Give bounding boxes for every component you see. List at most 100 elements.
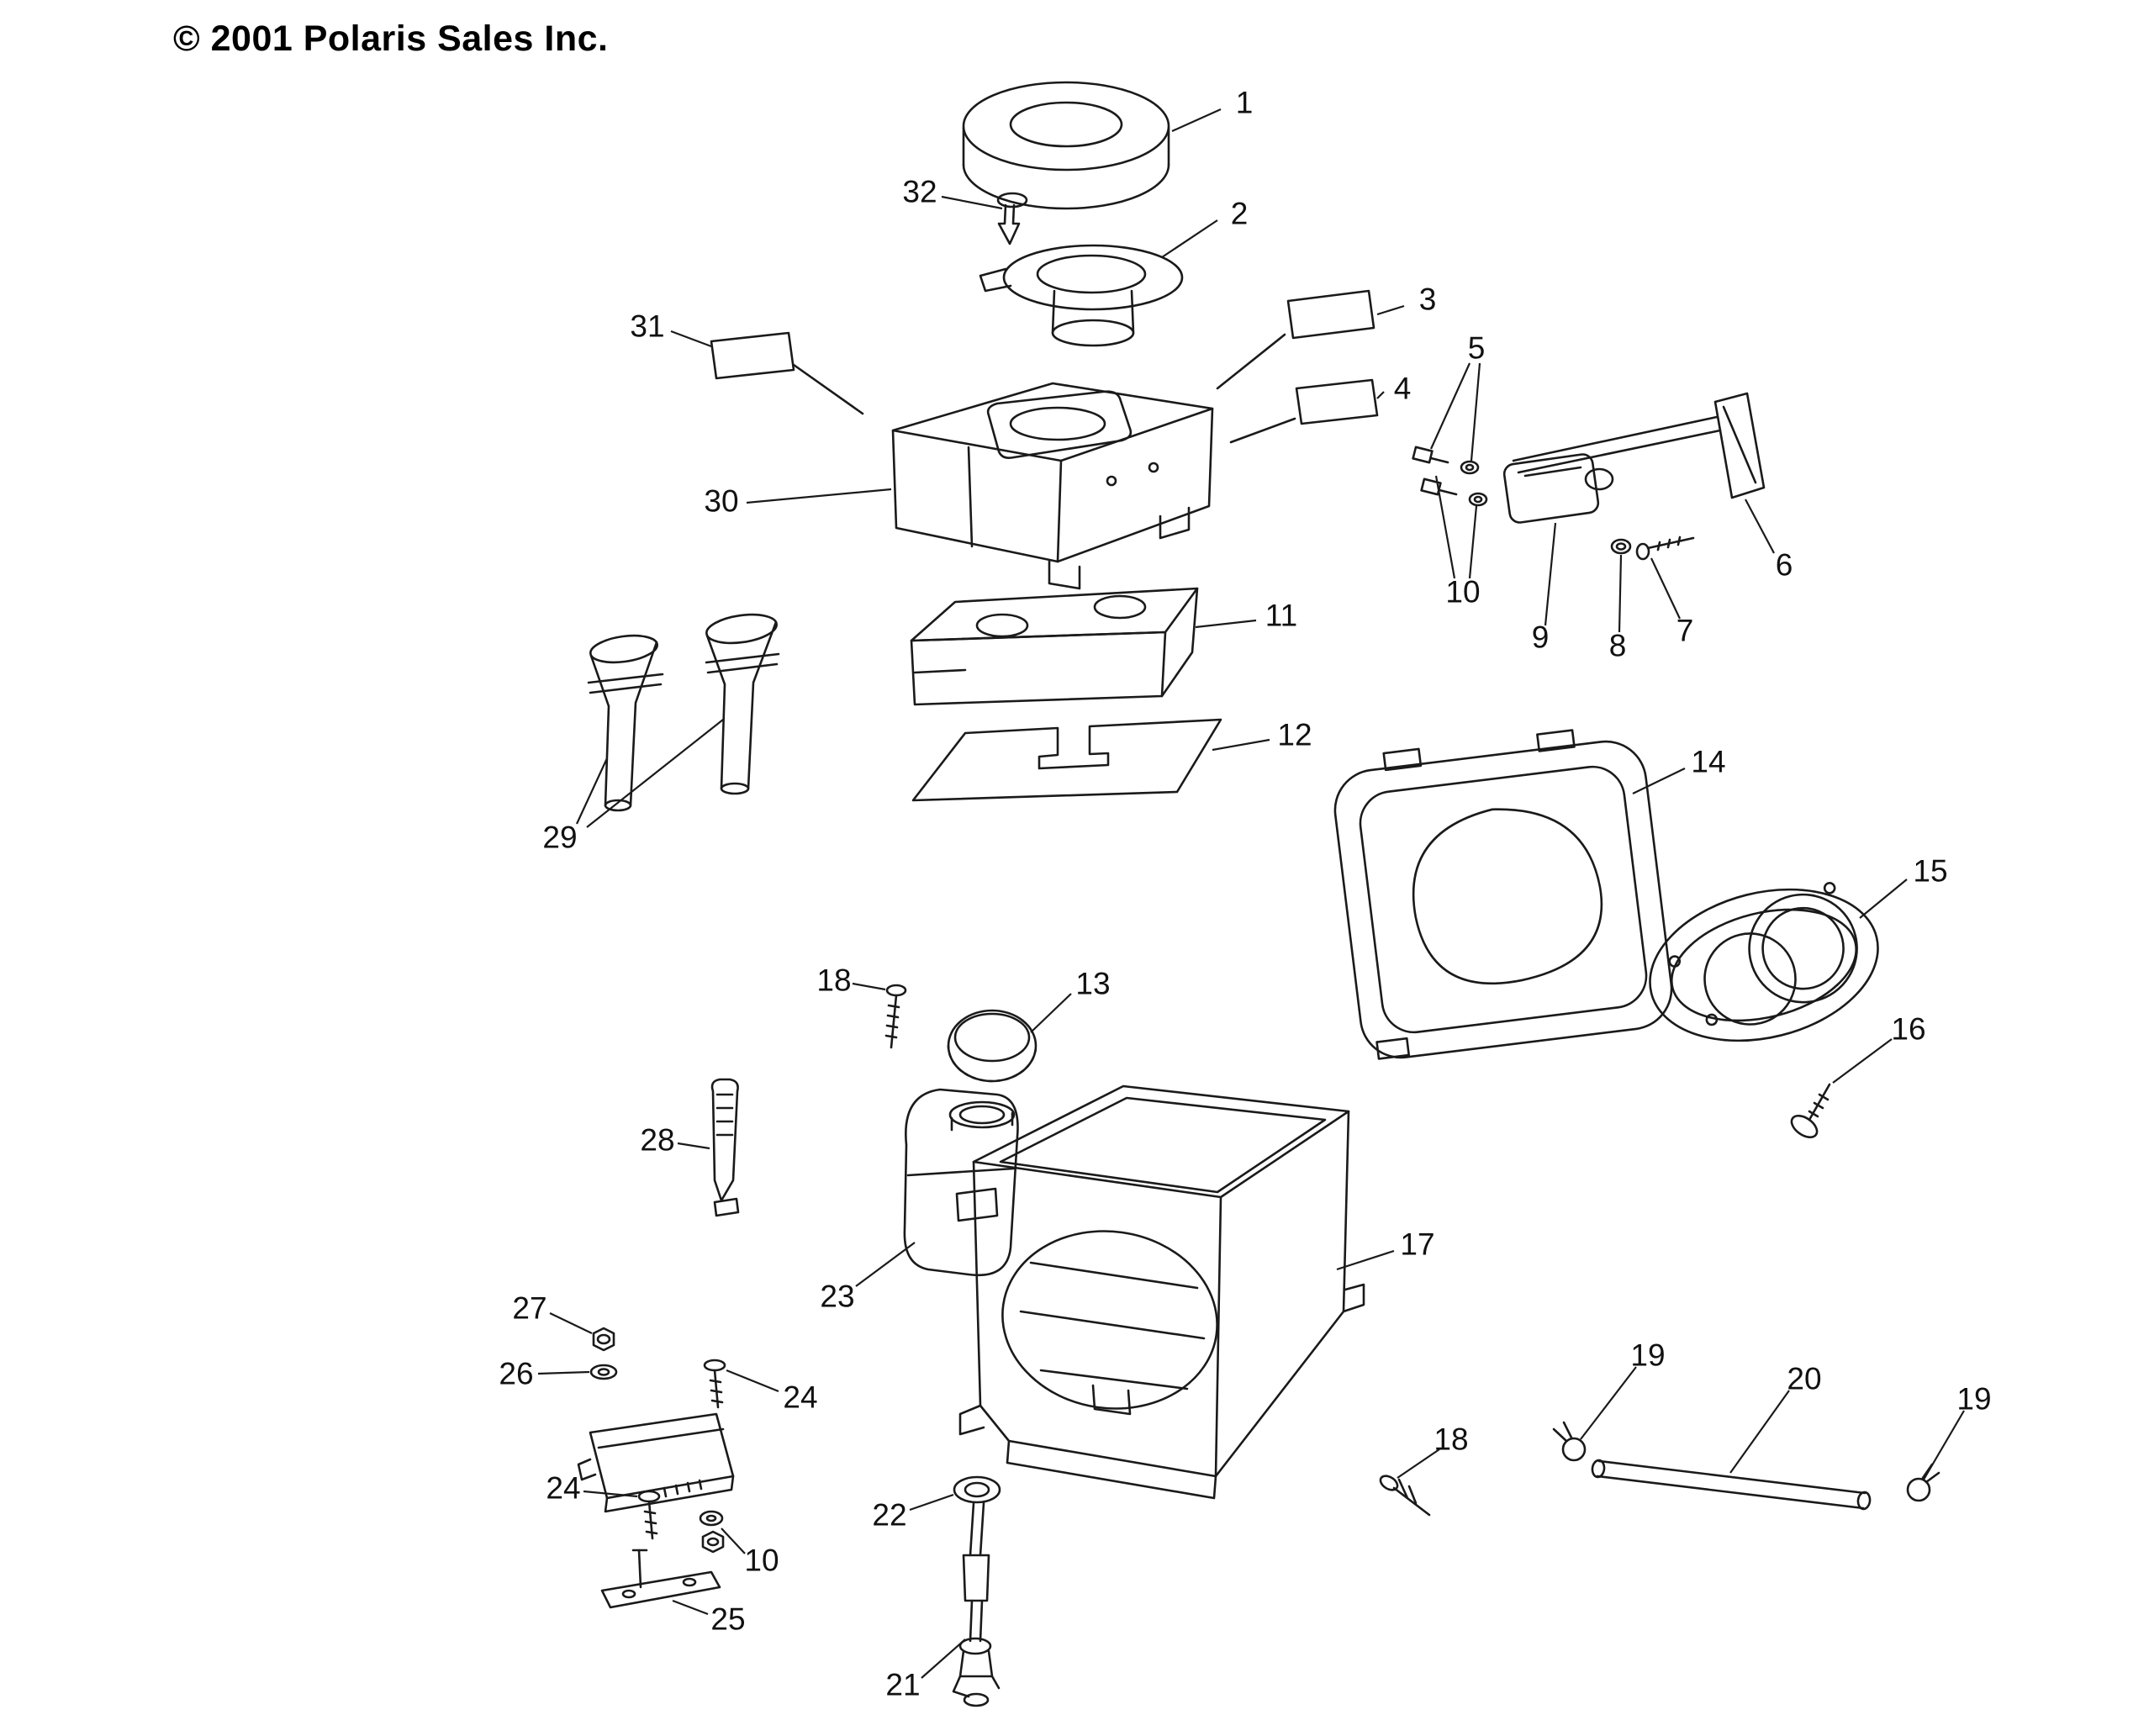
callout-part-16: 16 (1891, 1012, 1925, 1047)
callout-part-9: 9 (1532, 620, 1550, 655)
leader-line-part-18 (852, 982, 886, 991)
leader-line-part-10 (721, 1528, 746, 1554)
part-clamp-19-right (1906, 1463, 1940, 1502)
part-coil-bracket-assembly (1412, 392, 1766, 561)
part-screw-24-lower (637, 1490, 661, 1540)
leader-line-part-20 (1729, 1390, 1790, 1474)
part-oil-tank (903, 1088, 1019, 1277)
leader-line-part-5 (1429, 362, 1471, 450)
part-oil-fill-cap (947, 1009, 1038, 1083)
leader-line-part-19 (1580, 1366, 1637, 1440)
callout-part-10: 10 (1445, 575, 1480, 609)
callout-part-24: 24 (546, 1471, 580, 1506)
callout-part-11: 11 (1265, 599, 1297, 633)
callout-part-28: 28 (640, 1123, 674, 1158)
callout-part-8: 8 (1609, 629, 1627, 663)
callout-part-13: 13 (1075, 967, 1110, 1001)
leader-line-part-21 (921, 1638, 966, 1679)
callout-part-25: 25 (710, 1602, 745, 1637)
leader-line-part-32 (941, 195, 1003, 210)
part-drive-rivet (996, 192, 1028, 245)
leader-line-part-15 (1859, 879, 1908, 919)
part-filter-adapter (979, 244, 1184, 347)
leader-line-part-14 (1632, 768, 1686, 794)
callout-part-14: 14 (1691, 745, 1725, 779)
leader-line-part-24 (583, 1490, 638, 1498)
callout-part-24: 24 (783, 1380, 817, 1415)
leader-line-part-2 (1161, 219, 1218, 258)
leader-line-part-10 (1468, 505, 1478, 579)
callout-part-26: 26 (499, 1357, 533, 1391)
leader-line-part-16 (1832, 1038, 1893, 1084)
leader-line-part-12 (1212, 738, 1270, 752)
callout-part-30: 30 (704, 484, 738, 519)
leader-line-part-29 (576, 757, 608, 825)
part-foam-seal-4 (1295, 378, 1379, 425)
callout-part-3: 3 (1419, 282, 1437, 317)
leader-line-part-7 (1650, 557, 1681, 620)
callout-part-32: 32 (902, 175, 937, 209)
callout-part-23: 23 (820, 1280, 854, 1314)
leader-line-part-29 (586, 719, 724, 828)
leader-line-part-13 (1030, 993, 1072, 1033)
callout-part-18: 18 (1434, 1422, 1468, 1457)
callout-part-7: 7 (1676, 614, 1694, 648)
leader-line-part-18 (1397, 1448, 1440, 1479)
callout-part-27: 27 (512, 1291, 546, 1326)
leader-line-part-17 (1336, 1249, 1395, 1271)
part-screw-18-top (884, 984, 907, 1049)
callout-part-2: 2 (1231, 197, 1249, 231)
callout-part-22: 22 (872, 1498, 906, 1533)
part-gasket-sheet (911, 718, 1222, 802)
diagram-lineart (577, 81, 1940, 1707)
part-outlet-boot (1649, 882, 1879, 1042)
callout-part-21: 21 (885, 1668, 920, 1702)
callout-part-18: 18 (816, 963, 851, 998)
part-clamp-19-left (1552, 1421, 1587, 1462)
callout-part-4: 4 (1394, 372, 1412, 406)
part-foam-seal-31 (710, 331, 795, 380)
leader-line-part-8 (1618, 554, 1623, 633)
part-intake-vents (587, 613, 780, 812)
leader-line-part-22 (909, 1493, 954, 1512)
copyright-text: © 2001 Polaris Sales Inc. (173, 18, 609, 59)
callout-part-19: 19 (1956, 1382, 1991, 1417)
callout-part-29: 29 (542, 821, 577, 855)
leader-line-part-1 (1171, 108, 1222, 133)
part-screw-24-upper (703, 1359, 726, 1409)
callout-part-31: 31 (630, 309, 664, 344)
part-airbox-cover (891, 382, 1214, 590)
leader-line-part-24 (726, 1369, 779, 1393)
leader-line-part-31 (670, 330, 712, 348)
callout-part-20: 20 (1787, 1362, 1821, 1396)
callout-part-19: 19 (1630, 1338, 1665, 1373)
callout-part-12: 12 (1277, 718, 1312, 752)
leader-line-part-6 (1745, 499, 1775, 554)
part-cdi-module (577, 1412, 735, 1513)
leader-line-part-11 (1195, 619, 1257, 629)
part-airbox-lid (1333, 729, 1673, 1060)
part-air-filter (962, 81, 1170, 210)
leader-line-part-25 (672, 1599, 709, 1616)
leader-line-part-4 (1376, 391, 1385, 399)
leader-line-part-27 (549, 1312, 593, 1334)
callout-part-15: 15 (1913, 854, 1947, 889)
leader-line-part-23 (855, 1242, 916, 1287)
callout-part-17: 17 (1400, 1227, 1434, 1262)
part-airbox-body (958, 1084, 1365, 1500)
part-vent-hose (1591, 1459, 1872, 1511)
part-foam-seal-3 (1286, 289, 1375, 340)
callout-part-1: 1 (1236, 86, 1254, 120)
part-washer-nut-10 (699, 1510, 725, 1554)
part-drain-assembly (952, 1501, 1001, 1707)
part-nut-27 (592, 1327, 615, 1352)
leader-line-part-5 (1470, 362, 1481, 462)
assembly-reference-lines (792, 333, 1296, 444)
callout-part-6: 6 (1776, 548, 1793, 583)
callout-part-10: 10 (744, 1543, 779, 1578)
leader-line-part-28 (677, 1142, 710, 1150)
part-strap (710, 1078, 740, 1217)
leader-line-part-10 (1434, 475, 1456, 579)
part-screw-16 (1790, 1083, 1831, 1139)
